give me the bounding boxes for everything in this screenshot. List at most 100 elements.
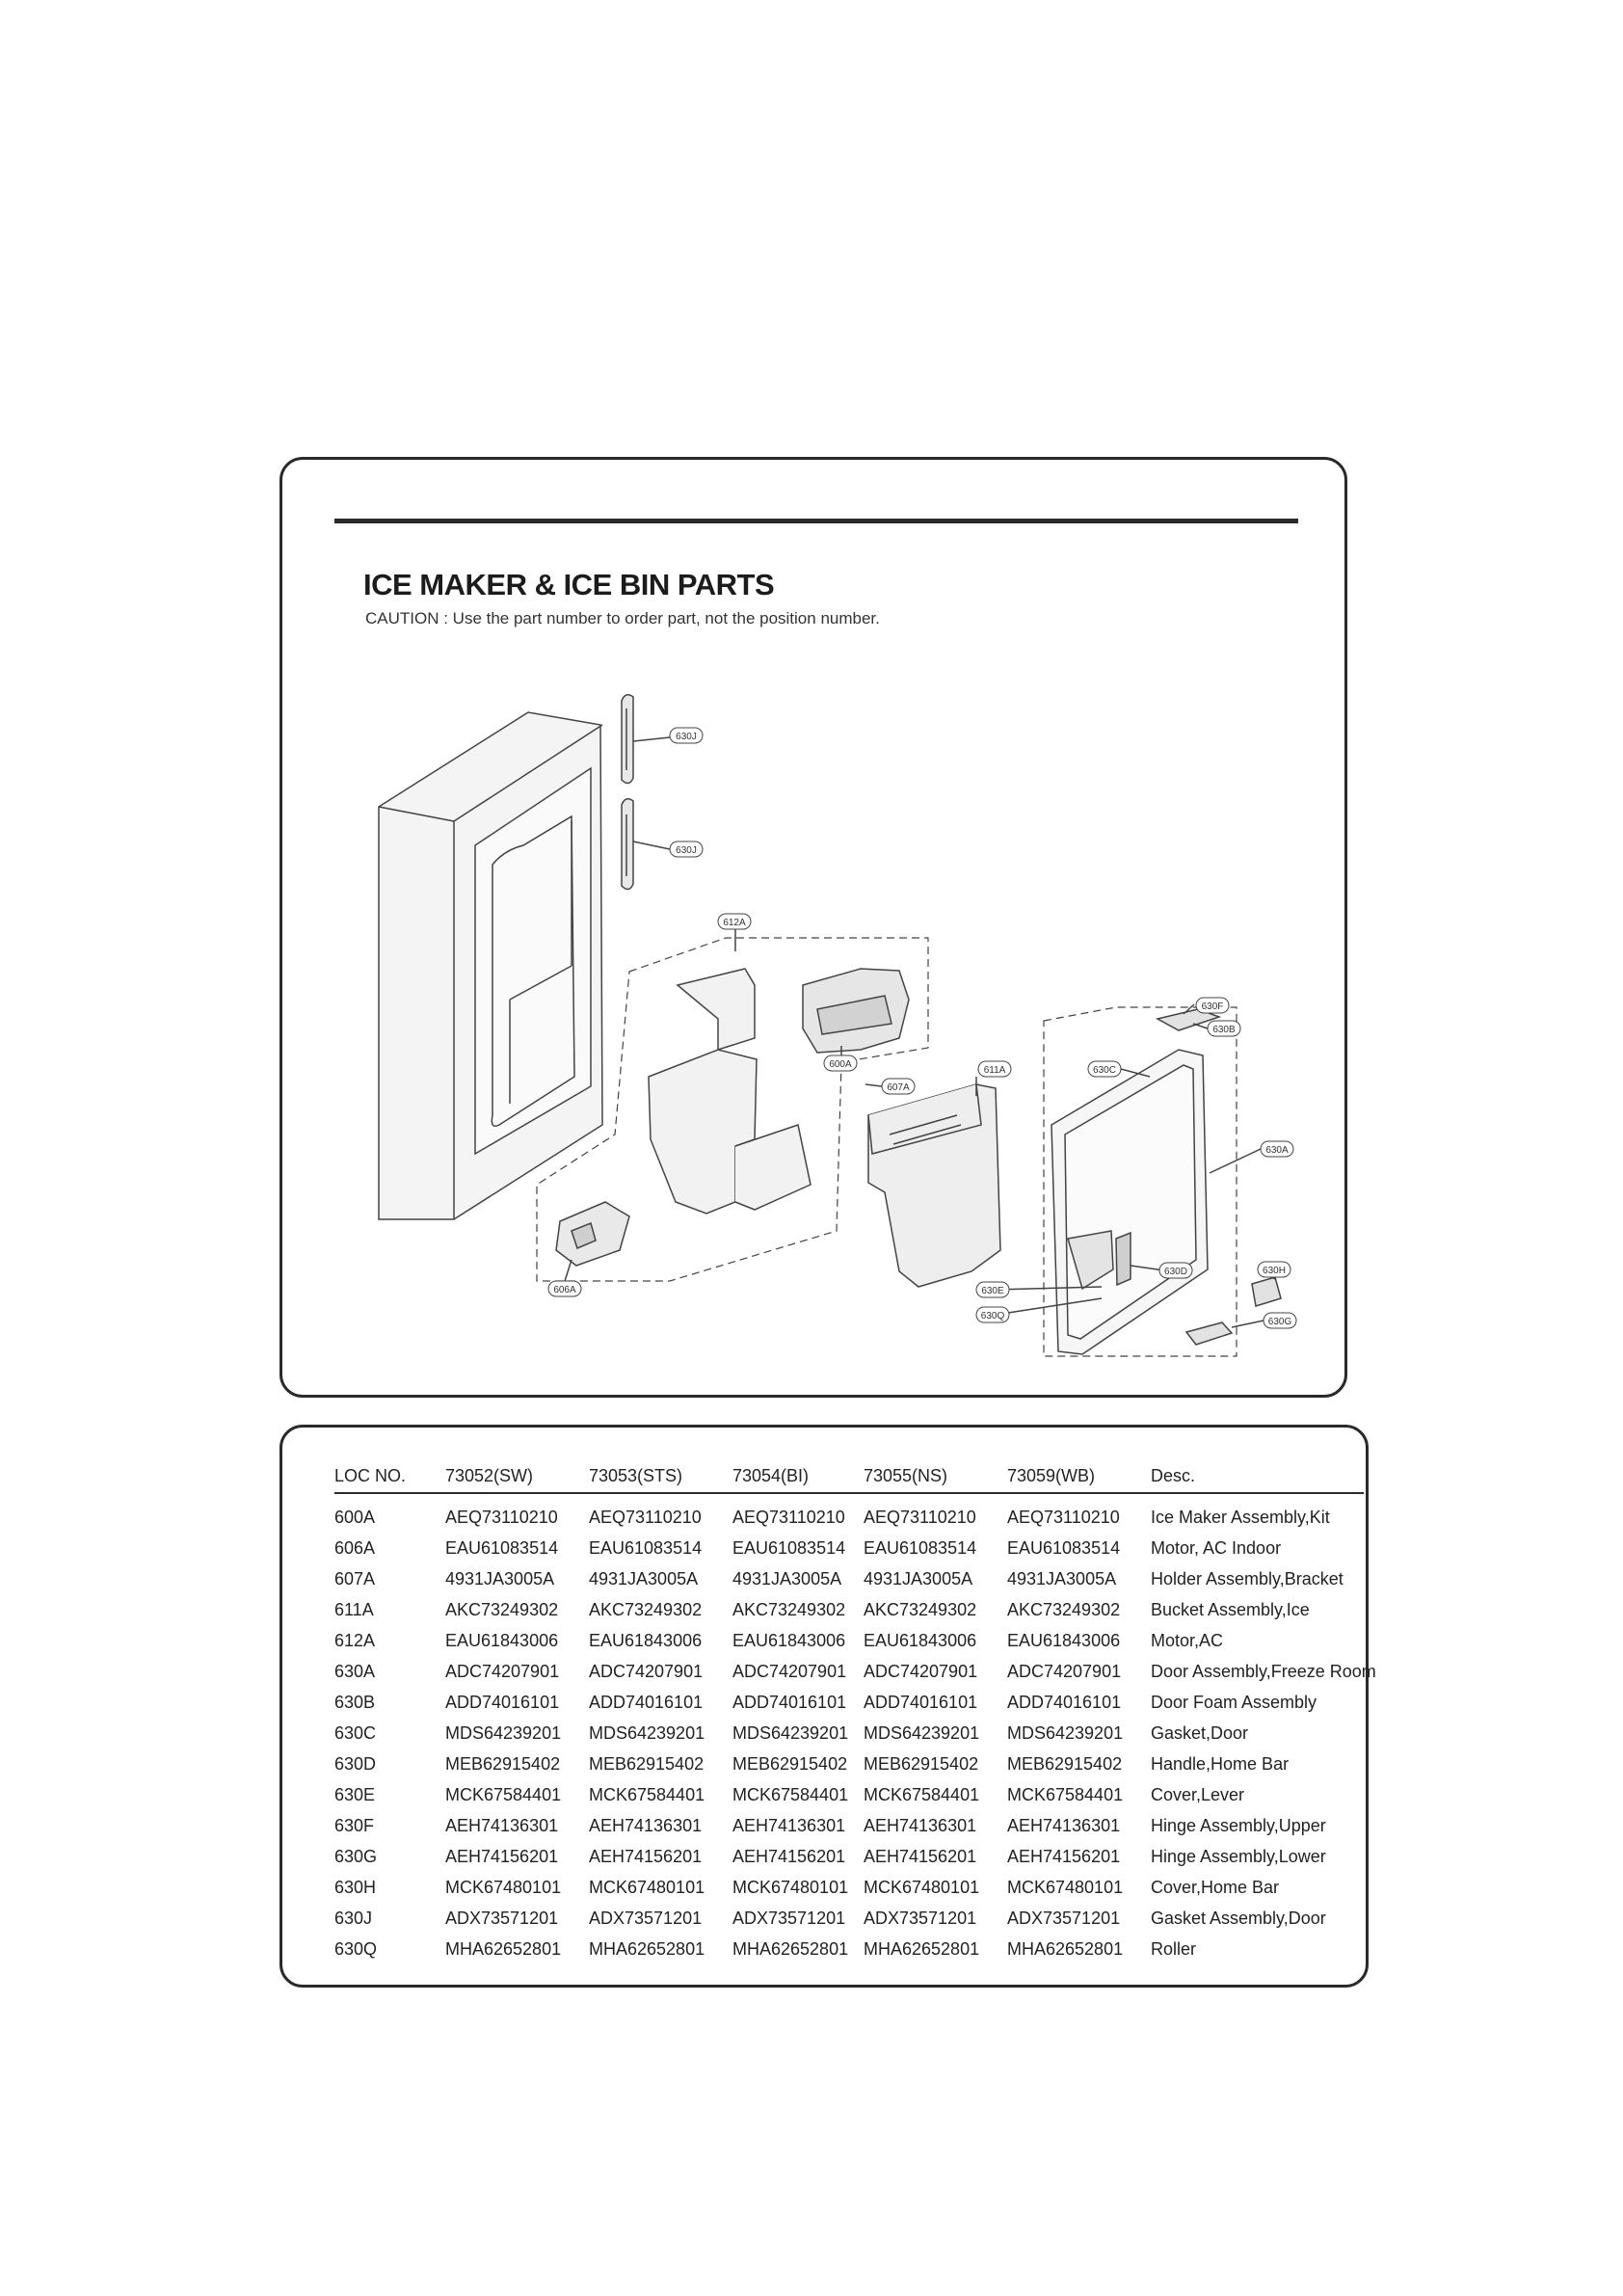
- callout-630Q: 630Q: [981, 1311, 1005, 1322]
- cell-loc: 630H: [334, 1877, 377, 1897]
- table-row: 630F AEH74136301 AEH74136301 AEH74136301…: [334, 1810, 1364, 1841]
- cell-desc: Motor,AC: [1151, 1630, 1224, 1650]
- cell-part: AEH74156201: [864, 1846, 977, 1866]
- cell-part: ADD74016101: [1007, 1692, 1122, 1712]
- cell-loc: 630J: [334, 1908, 373, 1928]
- table-row: 630E MCK67584401 MCK67584401 MCK67584401…: [334, 1779, 1364, 1810]
- cell-part: EAU61843006: [1007, 1630, 1121, 1650]
- cell-part: AEH74136301: [1007, 1815, 1121, 1835]
- callout-630F: 630F: [1202, 1001, 1224, 1012]
- cell-part: MCK67584401: [864, 1784, 980, 1804]
- cell-desc: Bucket Assembly,Ice: [1151, 1599, 1310, 1619]
- cell-part: 4931JA3005A: [589, 1568, 699, 1589]
- header-loc-no: LOC NO.: [334, 1466, 445, 1494]
- cell-part: EAU61083514: [1007, 1537, 1121, 1558]
- hinge-lower-630G: [1184, 1322, 1234, 1346]
- cell-part: MEB62915402: [1007, 1753, 1123, 1774]
- cell-loc: 630Q: [334, 1938, 378, 1959]
- cell-loc: 600A: [334, 1507, 376, 1527]
- cell-part: ADD74016101: [864, 1692, 978, 1712]
- header-73052: 73052(SW): [445, 1466, 589, 1494]
- diagram-panel: ICE MAKER & ICE BIN PARTS CAUTION : Use …: [279, 457, 1347, 1398]
- table-row: 630G AEH74156201 AEH74156201 AEH74156201…: [334, 1841, 1364, 1872]
- callout-606A: 606A: [553, 1285, 576, 1295]
- cell-part: MHA62652801: [1007, 1938, 1124, 1959]
- cell-part: AKC73249302: [732, 1599, 846, 1619]
- cell-part: EAU61843006: [732, 1630, 846, 1650]
- cell-part: MCK67480101: [1007, 1877, 1124, 1897]
- cell-part: ADX73571201: [445, 1908, 559, 1928]
- cell-part: AKC73249302: [589, 1599, 703, 1619]
- cell-part: AEQ73110210: [589, 1507, 702, 1527]
- cell-part: ADC74207901: [864, 1661, 978, 1681]
- cell-part: EAU61083514: [732, 1537, 846, 1558]
- cell-loc: 611A: [334, 1599, 374, 1619]
- cell-desc: Cover,Lever: [1151, 1784, 1245, 1804]
- cell-part: EAU61083514: [445, 1537, 559, 1558]
- gasket-630J-bottom: [621, 798, 634, 891]
- cell-desc: Handle,Home Bar: [1151, 1753, 1290, 1774]
- cell-part: MCK67584401: [732, 1784, 849, 1804]
- cell-desc: Holder Assembly,Bracket: [1151, 1568, 1344, 1589]
- cell-part: AKC73249302: [1007, 1599, 1121, 1619]
- callout-630C: 630C: [1093, 1065, 1116, 1076]
- cell-part: MDS64239201: [445, 1722, 562, 1743]
- header-desc: Desc.: [1151, 1466, 1364, 1494]
- header-73059: 73059(WB): [1007, 1466, 1151, 1494]
- cell-part: AEQ73110210: [445, 1507, 558, 1527]
- callout-611A: 611A: [984, 1065, 1006, 1076]
- cell-loc: 630C: [334, 1722, 377, 1743]
- cell-part: MEB62915402: [445, 1753, 561, 1774]
- parts-table: LOC NO. 73052(SW) 73053(STS) 73054(BI) 7…: [334, 1466, 1376, 1964]
- cell-desc: Roller: [1151, 1938, 1197, 1959]
- cell-part: AEH74136301: [589, 1815, 703, 1835]
- callout-630H: 630H: [1263, 1266, 1286, 1276]
- cell-part: EAU61843006: [445, 1630, 559, 1650]
- cell-desc: Door Assembly,Freeze Room: [1151, 1662, 1376, 1681]
- cell-part: MCK67584401: [589, 1784, 705, 1804]
- callout-630A: 630A: [1265, 1145, 1289, 1156]
- freezer-door-frame: [378, 711, 603, 1220]
- cell-loc: 612A: [334, 1630, 376, 1650]
- callout-630E: 630E: [981, 1286, 1004, 1296]
- table-row: 600A AEQ73110210 AEQ73110210 AEQ73110210…: [334, 1493, 1364, 1533]
- exploded-parts-diagram: 630J 630J 612A 600A 607A 611A 606A 630F …: [378, 694, 1297, 1357]
- cell-desc: Gasket,Door: [1151, 1722, 1249, 1743]
- cell-part: AEH74136301: [732, 1815, 846, 1835]
- cell-part: MCK67480101: [589, 1877, 705, 1897]
- table-row: 607A 4931JA3005A 4931JA3005A 4931JA3005A…: [334, 1563, 1364, 1594]
- table-row: 606A EAU61083514 EAU61083514 EAU61083514…: [334, 1533, 1364, 1563]
- cell-part: MDS64239201: [589, 1722, 705, 1743]
- callout-630J-bottom: 630J: [676, 845, 697, 856]
- cell-desc: Cover,Home Bar: [1151, 1877, 1280, 1897]
- header-73055: 73055(NS): [864, 1466, 1007, 1494]
- cell-part: MEB62915402: [732, 1753, 848, 1774]
- page-title: ICE MAKER & ICE BIN PARTS: [363, 568, 775, 601]
- table-header-row: LOC NO. 73052(SW) 73053(STS) 73054(BI) 7…: [334, 1466, 1364, 1494]
- cell-part: AEQ73110210: [1007, 1507, 1120, 1527]
- cell-part: MHA62652801: [864, 1938, 980, 1959]
- cell-part: ADC74207901: [445, 1661, 560, 1681]
- cell-part: AEH74156201: [1007, 1846, 1121, 1866]
- header-73054: 73054(BI): [732, 1466, 864, 1494]
- cell-part: AKC73249302: [864, 1599, 977, 1619]
- cell-loc: 607A: [334, 1568, 376, 1589]
- cell-part: 4931JA3005A: [445, 1568, 555, 1589]
- cell-part: ADD74016101: [589, 1692, 704, 1712]
- cell-loc: 630G: [334, 1846, 378, 1866]
- callout-630D: 630D: [1164, 1267, 1187, 1277]
- cell-part: MHA62652801: [732, 1938, 849, 1959]
- cell-desc: Ice Maker Assembly,Kit: [1151, 1507, 1330, 1527]
- cell-part: AEH74156201: [445, 1846, 559, 1866]
- cell-part: 4931JA3005A: [864, 1568, 973, 1589]
- parts-table-panel: LOC NO. 73052(SW) 73053(STS) 73054(BI) 7…: [279, 1425, 1376, 1988]
- cell-part: EAU61843006: [864, 1630, 977, 1650]
- cell-loc: 630D: [334, 1753, 377, 1774]
- cell-part: MDS64239201: [1007, 1722, 1124, 1743]
- cell-part: AEH74136301: [445, 1815, 559, 1835]
- table-row: 630C MDS64239201 MDS64239201 MDS64239201…: [334, 1718, 1364, 1749]
- cell-desc: Hinge Assembly,Upper: [1151, 1815, 1326, 1835]
- table-row: 630B ADD74016101 ADD74016101 ADD74016101…: [334, 1687, 1364, 1718]
- cell-part: 4931JA3005A: [1007, 1568, 1117, 1589]
- table-row: 611A AKC73249302 AKC73249302 AKC73249302…: [334, 1594, 1364, 1625]
